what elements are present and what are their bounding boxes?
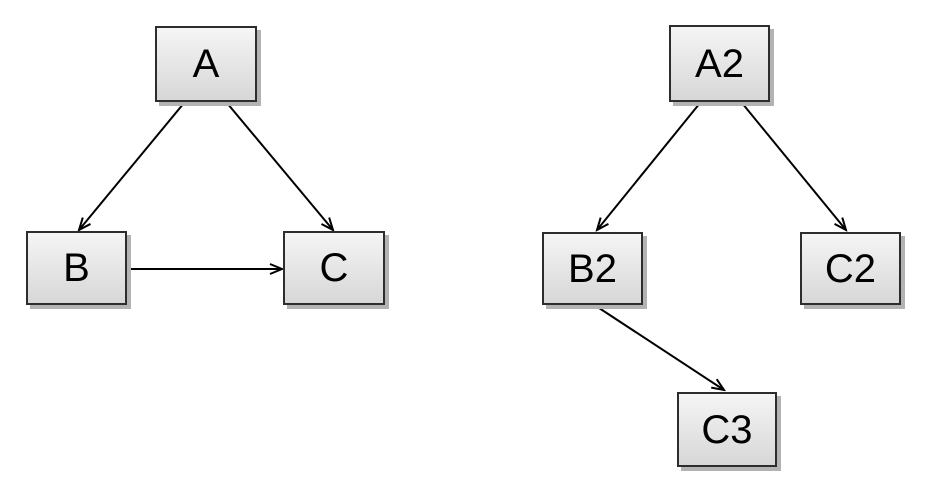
node-label-C2: C2 — [824, 246, 877, 291]
edge-B2-to-C3 — [595, 305, 724, 390]
node-label-A: A — [192, 42, 220, 86]
graph-node-A[interactable]: A — [155, 26, 257, 102]
node-label-C3: C3 — [701, 407, 753, 452]
node-label-B: B — [63, 246, 90, 290]
graph-node-C2[interactable]: C2 — [800, 232, 901, 305]
edge-A2-to-B2 — [597, 102, 701, 230]
graph-node-B2[interactable]: B2 — [542, 232, 643, 305]
node-label-A2: A2 — [695, 41, 744, 86]
graph-node-B[interactable]: B — [26, 231, 127, 305]
graph-node-C[interactable]: C — [283, 231, 385, 305]
edge-A2-to-C2 — [741, 102, 846, 230]
graph-node-C3[interactable]: C3 — [677, 392, 777, 467]
edge-A-to-C — [226, 102, 333, 230]
node-label-C: C — [319, 246, 349, 290]
graph-node-A2[interactable]: A2 — [669, 25, 770, 102]
node-label-B2: B2 — [568, 246, 617, 291]
edge-A-to-B — [79, 102, 185, 230]
